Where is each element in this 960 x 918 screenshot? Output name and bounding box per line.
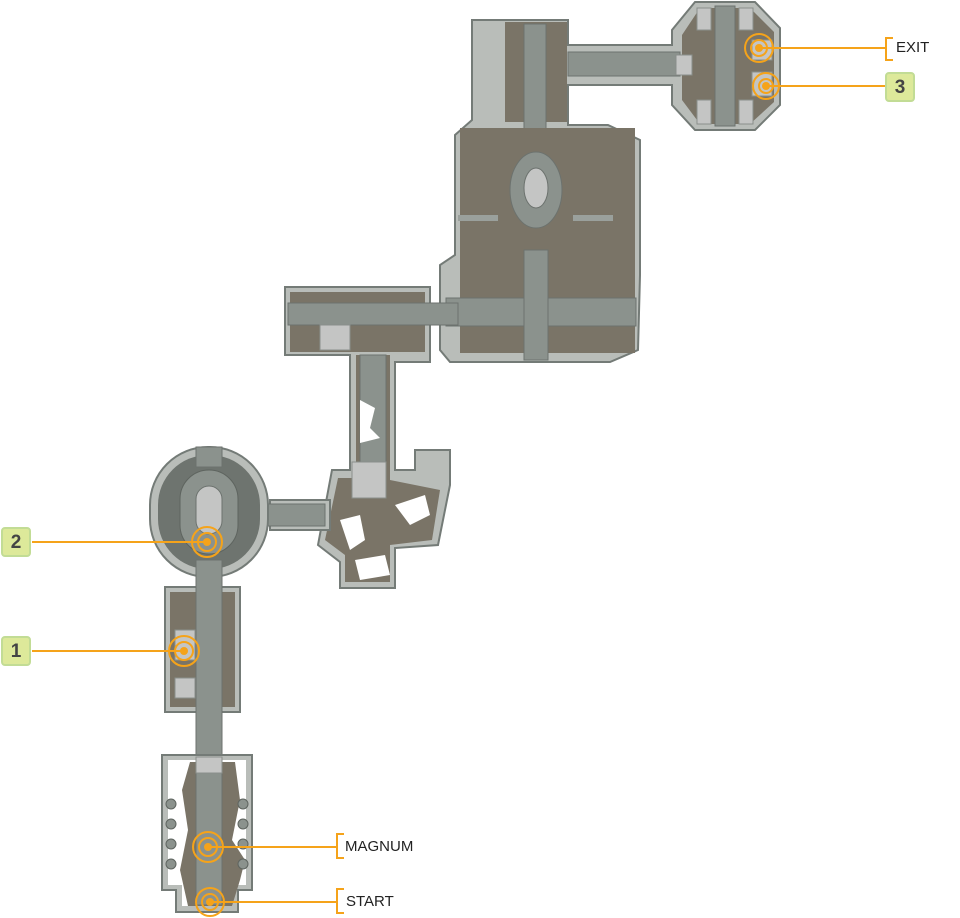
west-hall <box>284 286 459 589</box>
exit-room <box>439 1 781 363</box>
markers <box>32 33 893 917</box>
marker-3-dot <box>762 82 770 90</box>
marker-2-dot <box>203 538 211 546</box>
magnum-label: MAGNUM <box>345 838 414 855</box>
start-label: START <box>346 893 394 910</box>
marker-badge-2: 2 <box>1 527 31 557</box>
exit-marker-dot <box>755 44 763 52</box>
marker-badge-3: 3 <box>885 72 915 102</box>
start-marker-dot <box>206 898 214 906</box>
marker-badge-1: 1 <box>1 636 31 666</box>
rotunda <box>149 446 331 578</box>
middle-room <box>164 559 241 761</box>
marker-1-dot <box>180 647 188 655</box>
exit-label: EXIT <box>896 39 930 56</box>
magnum-marker-dot <box>204 843 212 851</box>
